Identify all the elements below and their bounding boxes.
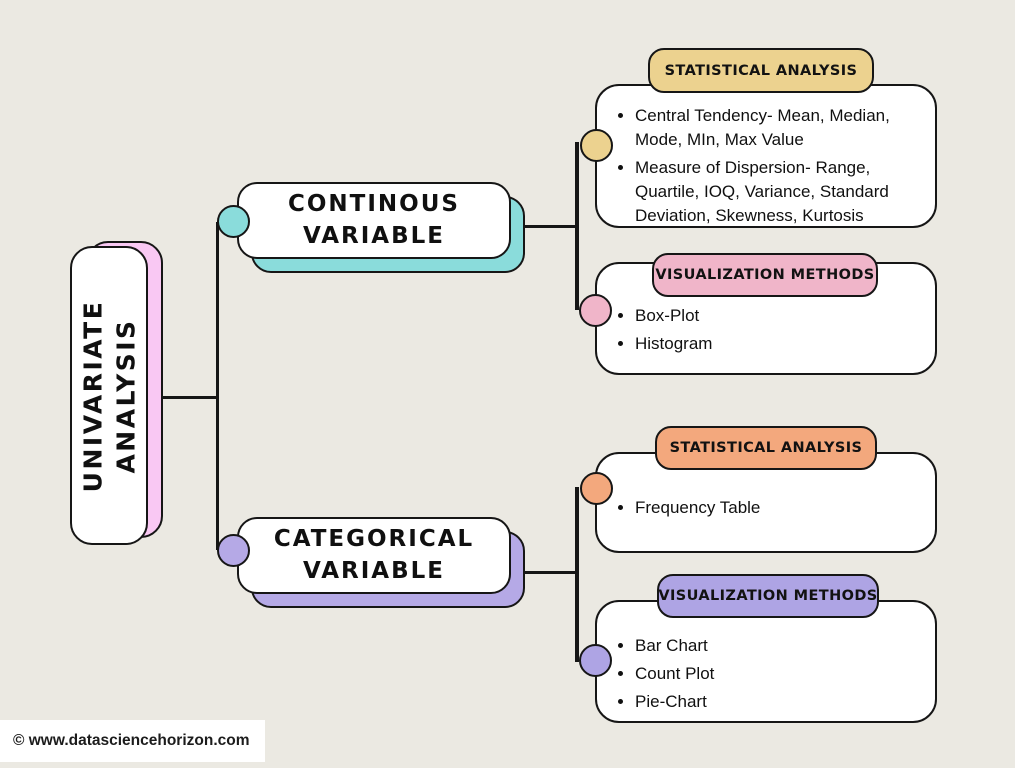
root-node-label: UNIVARIATE ANALYSIS bbox=[76, 299, 142, 492]
continuous-statistical-header-label: STATISTICAL ANALYSIS bbox=[664, 62, 858, 79]
categorical-visualization-header: VISUALIZATION METHODS bbox=[657, 574, 879, 618]
root-node: UNIVARIATE ANALYSIS bbox=[70, 246, 148, 545]
list-item: Box-Plot bbox=[635, 304, 923, 328]
categorical-visualization-card: Bar Chart Count Plot Pie-Chart bbox=[595, 600, 937, 723]
continuous-label-line-1: CONTINOUS bbox=[288, 191, 460, 218]
root-label-line-2: ANALYSIS bbox=[111, 317, 140, 474]
continuous-node-label: CONTINOUS VARIABLE bbox=[288, 189, 460, 251]
categorical-label-line-1: CATEGORICAL bbox=[273, 526, 475, 553]
connector-continuous-vertical bbox=[575, 142, 579, 310]
continuous-label-line-2: VARIABLE bbox=[302, 222, 445, 249]
continuous-visualization-header-label: VISUALIZATION METHODS bbox=[655, 267, 875, 283]
connector-continuous-horizontal bbox=[522, 225, 578, 228]
categorical-connector-dot bbox=[217, 534, 250, 567]
categorical-statistical-list: Frequency Table bbox=[597, 496, 935, 520]
watermark-text: © www.datasciencehorizon.com bbox=[13, 732, 250, 749]
continuous-statistical-dot bbox=[580, 129, 613, 162]
list-item: Frequency Table bbox=[635, 496, 923, 520]
root-label-line-1: UNIVARIATE bbox=[78, 299, 107, 492]
continuous-connector-dot bbox=[217, 205, 250, 238]
categorical-visualization-list: Bar Chart Count Plot Pie-Chart bbox=[597, 634, 935, 714]
connector-categorical-vertical bbox=[575, 487, 579, 662]
categorical-statistical-dot bbox=[580, 472, 613, 505]
list-item: Central Tendency- Mean, Median, Mode, MI… bbox=[635, 104, 923, 152]
continuous-visualization-header: VISUALIZATION METHODS bbox=[652, 253, 878, 297]
connector-categorical-horizontal bbox=[522, 571, 578, 574]
categorical-label-line-2: VARIABLE bbox=[302, 557, 445, 584]
connector-root-horizontal bbox=[160, 396, 218, 399]
list-item: Count Plot bbox=[635, 662, 923, 686]
continuous-statistical-list: Central Tendency- Mean, Median, Mode, MI… bbox=[597, 104, 935, 228]
continuous-visualization-list: Box-Plot Histogram bbox=[597, 304, 935, 356]
continuous-statistical-header: STATISTICAL ANALYSIS bbox=[648, 48, 874, 93]
connector-root-vertical bbox=[216, 222, 219, 550]
list-item: Bar Chart bbox=[635, 634, 923, 658]
categorical-node-label: CATEGORICAL VARIABLE bbox=[274, 524, 474, 586]
continuous-statistical-card: Central Tendency- Mean, Median, Mode, MI… bbox=[595, 84, 937, 228]
categorical-statistical-header-label: STATISTICAL ANALYSIS bbox=[669, 440, 863, 456]
categorical-node: CATEGORICAL VARIABLE bbox=[237, 517, 511, 594]
categorical-visualization-header-label: VISUALIZATION METHODS bbox=[658, 588, 878, 604]
list-item: Pie-Chart bbox=[635, 690, 923, 714]
list-item: Histogram bbox=[635, 332, 923, 356]
continuous-visualization-dot bbox=[579, 294, 612, 327]
categorical-statistical-header: STATISTICAL ANALYSIS bbox=[655, 426, 877, 470]
categorical-visualization-dot bbox=[579, 644, 612, 677]
watermark-bar: © www.datasciencehorizon.com bbox=[0, 720, 265, 762]
list-item: Measure of Dispersion- Range, Quartile, … bbox=[635, 156, 923, 228]
continuous-node: CONTINOUS VARIABLE bbox=[237, 182, 511, 259]
